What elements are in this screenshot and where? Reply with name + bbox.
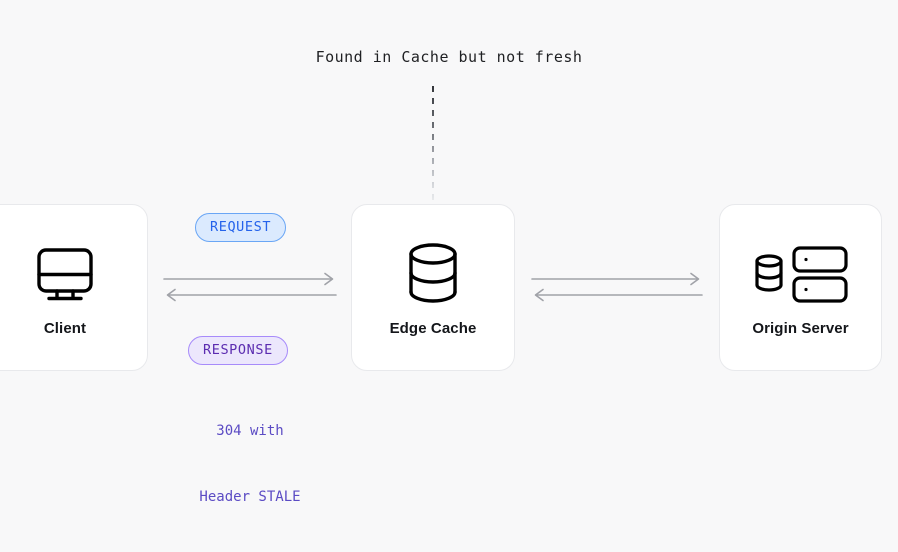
node-client-label: Client	[43, 320, 87, 337]
badge-response[interactable]: RESPONSE	[188, 336, 288, 365]
server-rack-icon	[752, 238, 850, 312]
arrow-upstream-right	[531, 272, 700, 286]
response-note: 304 with Header STALE	[150, 376, 350, 552]
diagram-title: Found in Cache but not fresh	[315, 48, 583, 66]
node-origin-server[interactable]: Origin Server	[719, 204, 882, 371]
node-edge-cache-label: Edge Cache	[389, 320, 477, 337]
arrows-edge-origin	[530, 266, 704, 302]
arrow-downstream-left	[534, 288, 703, 302]
desktop-monitor-icon	[32, 238, 98, 312]
response-note-line-2: Header STALE	[199, 489, 301, 505]
database-cylinder-icon	[400, 238, 466, 312]
node-origin-server-label: Origin Server	[752, 320, 849, 337]
arrow-response-left	[166, 288, 337, 302]
arrows-client-edge	[162, 266, 338, 302]
diagram-canvas: Found in Cache but not fresh Client	[0, 48, 882, 505]
response-note-line-1: 304 with	[216, 423, 284, 439]
node-edge-cache[interactable]: Edge Cache	[351, 204, 515, 371]
arrow-request-right	[163, 272, 334, 286]
node-client[interactable]: Client	[0, 204, 148, 371]
badge-request[interactable]: REQUEST	[195, 213, 287, 242]
dashed-connector-line	[432, 86, 434, 204]
